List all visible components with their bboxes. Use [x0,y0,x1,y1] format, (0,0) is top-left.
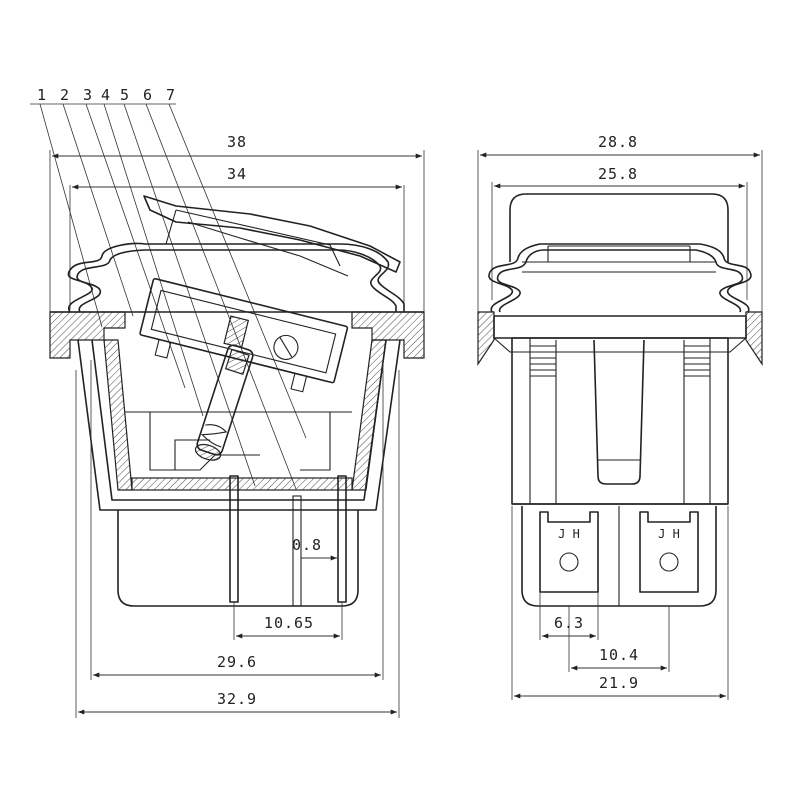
dim-pin-spacing: 10.65 [236,614,340,639]
lower-body [117,475,359,640]
dim-pin-offset: 0.8 [292,536,337,561]
dim-side-inner-width: 25.8 [491,165,748,300]
leader-3 [85,103,186,389]
side-ribs-left [530,340,557,504]
leader-1 [39,103,103,328]
dim-10-65-label: 10.65 [264,614,314,632]
dim-38-label: 38 [227,133,247,151]
dim-side-overall-width: 28.8 [477,133,763,320]
dim-6-3-label: 6.3 [554,614,584,632]
side-rocker-cap [509,193,729,262]
callout-5: 5 [120,86,129,104]
terminal-pin-right [337,475,347,603]
rocker-cap [143,195,401,277]
callout-4: 4 [101,86,110,104]
bezel-flange [49,311,425,359]
dim-inner-width: 34 [69,165,405,310]
terminal-left: J H [539,511,599,593]
front-view: 1 2 3 4 5 6 7 38 [30,86,425,718]
dim-32-9-label: 32.9 [217,690,257,708]
dim-10-4-label: 10.4 [599,646,639,664]
terminal-mark-left: J H [558,527,580,541]
dim-34-label: 34 [227,165,247,183]
callout-labels: 1 2 3 4 5 6 7 [30,86,176,105]
leader-2 [62,103,134,317]
plunger [194,344,254,461]
terminal-right: J H [639,511,699,593]
callout-6: 6 [143,86,152,104]
side-center-slot [593,339,645,485]
callout-3: 3 [83,86,92,104]
dim-21-9-label: 21.9 [599,674,639,692]
terminal-hole-left [559,552,579,572]
center-divider [292,495,302,607]
callout-2: 2 [60,86,69,104]
dim-0-8-label: 0.8 [292,536,322,554]
terminal-mark-right: J H [658,527,680,541]
dim-25-8-label: 25.8 [598,165,638,183]
callout-leaders [39,103,307,490]
side-housing [511,337,729,505]
dim-bottom-width: 32.9 [75,370,400,718]
side-terminals: J H J H [511,506,729,700]
dim-terminal-spacing: 10.4 [571,646,667,671]
terminal-pin-left [229,475,239,603]
dim-terminal-width: 6.3 [542,614,596,639]
callout-7: 7 [166,86,175,104]
side-rubber-boot [488,243,752,313]
leader-5 [123,103,256,487]
dim-body-width: 29.6 [90,360,384,680]
callout-1: 1 [37,86,46,104]
dim-28-8-label: 28.8 [598,133,638,151]
terminal-hole-right [659,552,679,572]
dim-29-6-label: 29.6 [217,653,257,671]
rubber-boot [67,242,405,313]
leader-7 [168,103,307,439]
side-view: 28.8 25.8 [477,133,763,700]
side-flange [477,311,763,366]
side-ribs-right [683,340,710,504]
dim-terminal-span: 21.9 [514,674,726,699]
housing [77,339,401,511]
leader-6 [145,103,297,490]
